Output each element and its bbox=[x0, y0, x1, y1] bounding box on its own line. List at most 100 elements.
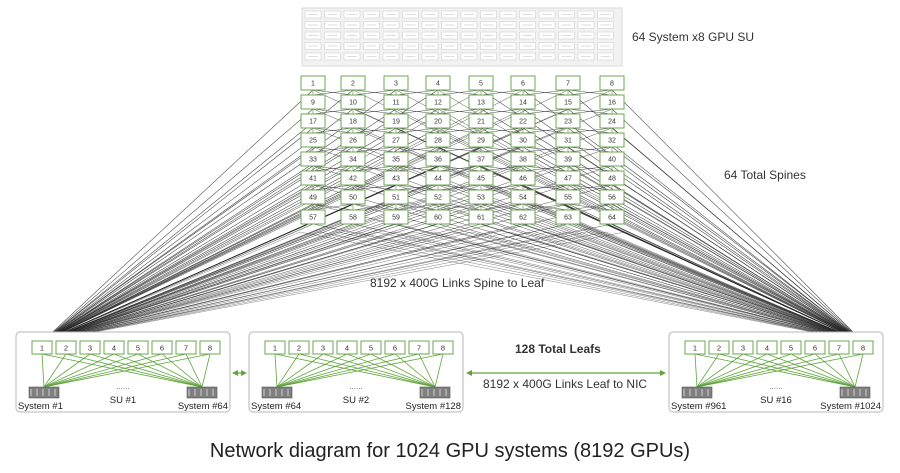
spine-leaf-link bbox=[41, 127, 397, 343]
leaf-nic-link bbox=[41, 353, 45, 388]
spine-mesh-link bbox=[567, 146, 613, 153]
spine-mesh-link bbox=[567, 89, 613, 96]
spine-switch: 62 bbox=[510, 209, 536, 225]
spine-leaf-link bbox=[624, 231, 864, 343]
spine-switch: 32 bbox=[599, 132, 625, 148]
spine-switch-label: 61 bbox=[477, 215, 485, 222]
leaf-switch-label: 4 bbox=[765, 344, 769, 353]
spine-switch: 9 bbox=[300, 94, 326, 110]
spine-switch-box bbox=[510, 94, 536, 110]
leaf-nic-link bbox=[137, 353, 203, 388]
spine-switch: 44 bbox=[425, 170, 451, 186]
spine-switch-box bbox=[340, 94, 366, 110]
spine-leaf-link bbox=[41, 146, 397, 343]
spine-switch: 23 bbox=[555, 113, 581, 129]
su-thumbnail bbox=[301, 7, 623, 67]
spine-mesh-link bbox=[480, 184, 524, 191]
leaf-nic-link bbox=[274, 353, 436, 388]
spine-leaf-link bbox=[41, 231, 626, 343]
spine-leaf-link bbox=[376, 231, 864, 343]
spine-mesh-link bbox=[437, 146, 482, 153]
spine-switch: 57 bbox=[300, 209, 326, 225]
leaf-nic-links-label: 8192 x 400G Links Leaf to NIC bbox=[483, 377, 648, 391]
spine-switch: 20 bbox=[425, 113, 451, 129]
leaf-nic-link bbox=[696, 353, 744, 388]
spine-switch-label: 31 bbox=[564, 138, 572, 145]
leaf-switch-label: 5 bbox=[369, 344, 373, 353]
spine-switch-label: 59 bbox=[392, 215, 400, 222]
spine-switch-label: 63 bbox=[564, 215, 572, 222]
spine-switch-label: 53 bbox=[477, 195, 485, 202]
leaf-nic-link bbox=[113, 353, 203, 388]
spine-switch: 15 bbox=[555, 94, 581, 110]
spine-switch-label: 44 bbox=[434, 176, 442, 183]
spine-leaf-link bbox=[41, 231, 530, 343]
spine-switch: 59 bbox=[383, 209, 409, 225]
spine-leaf-link bbox=[41, 203, 397, 343]
spine-mesh-link bbox=[480, 203, 524, 211]
spine-switch-label: 64 bbox=[608, 215, 616, 222]
spine-leaf-link bbox=[41, 108, 482, 343]
spine-mesh-link bbox=[395, 127, 439, 134]
spine-switch: 37 bbox=[468, 151, 494, 167]
spine-switch-box bbox=[340, 151, 366, 167]
leaf-switch-label: 7 bbox=[837, 344, 841, 353]
spine-mesh-link bbox=[395, 89, 439, 96]
spine-switch: 48 bbox=[599, 170, 625, 186]
spine-switch-box bbox=[555, 132, 581, 148]
spine-leaf-link bbox=[319, 231, 864, 343]
leaf-nic-link bbox=[718, 353, 856, 388]
spine-switch-box bbox=[555, 94, 581, 110]
leaf-switch-label: 8 bbox=[861, 344, 865, 353]
spine-leaf-link bbox=[611, 223, 864, 343]
spine-switch-box bbox=[468, 132, 494, 148]
su-left-system-label: System #961 bbox=[671, 401, 726, 412]
spine-switch-label: 23 bbox=[564, 119, 572, 126]
spine-switch-box bbox=[300, 151, 326, 167]
spine-leaf-link bbox=[41, 231, 453, 343]
spine-mesh-link bbox=[312, 203, 354, 211]
spine-switch-box bbox=[510, 151, 536, 167]
leaf-nic-link bbox=[201, 353, 211, 388]
spine-switch: 53 bbox=[468, 189, 494, 205]
leaf-switch bbox=[708, 340, 730, 355]
spine-switch: 18 bbox=[340, 113, 366, 129]
spine-switch: 16 bbox=[599, 94, 625, 110]
spine-leaf-link bbox=[41, 231, 606, 343]
leaf-switch-label: 5 bbox=[789, 344, 793, 353]
leaf-nic-link bbox=[838, 353, 856, 388]
spine-leaf-link bbox=[41, 223, 354, 343]
spine-leaf-link bbox=[522, 89, 864, 343]
spine-switch: 27 bbox=[383, 132, 409, 148]
double-arrow bbox=[232, 370, 247, 376]
spine-leaf-link bbox=[611, 108, 864, 343]
leaf-switch bbox=[199, 340, 221, 355]
spine-leaf-link bbox=[433, 231, 864, 343]
leaf-switch bbox=[79, 340, 101, 355]
spine-switch-label: 49 bbox=[309, 195, 317, 202]
spine-mesh-link bbox=[312, 165, 354, 172]
spine-switch-box bbox=[383, 170, 409, 186]
spine-switch-label: 34 bbox=[349, 157, 357, 164]
spine-switch-label: 41 bbox=[309, 176, 317, 183]
spine-switch: 19 bbox=[383, 113, 409, 129]
leaf-nic-link bbox=[696, 353, 840, 388]
spine-switch-label: 21 bbox=[477, 119, 485, 126]
spine-leaf-link bbox=[41, 184, 314, 343]
spine-switch-box bbox=[383, 209, 409, 225]
spine-switch-box bbox=[300, 189, 326, 205]
spine-leaf-link bbox=[41, 203, 613, 343]
spine-switch-label: 38 bbox=[519, 157, 527, 164]
spine-switch: 22 bbox=[510, 113, 536, 129]
leaf-switch bbox=[312, 340, 334, 355]
spine-switch-label: 13 bbox=[477, 100, 485, 107]
spine-switch-label: 14 bbox=[519, 100, 527, 107]
spine-leaf-link bbox=[480, 184, 864, 343]
spine-mesh-link bbox=[437, 165, 482, 172]
spine-leaf-link bbox=[414, 231, 864, 343]
spine-leaf-link bbox=[41, 231, 320, 343]
spine-switch-label: 37 bbox=[477, 157, 485, 164]
spine-leaf-link bbox=[567, 231, 864, 343]
spine-switch-label: 56 bbox=[608, 195, 616, 202]
